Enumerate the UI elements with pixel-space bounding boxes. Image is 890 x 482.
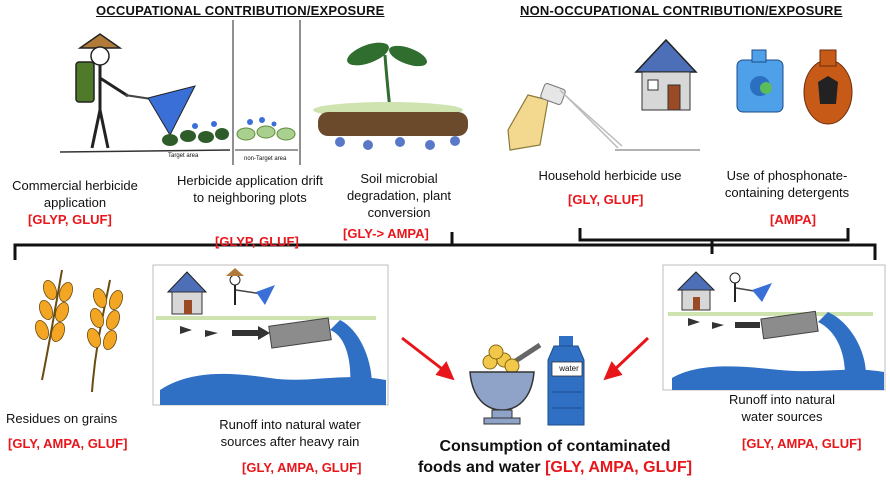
household-use-label: Household herbicide use: [538, 168, 682, 183]
non-occupational-header: NON-OCCUPATIONAL CONTRIBUTION/EXPOSURE: [520, 3, 843, 18]
consumption-line-2: foods and water [GLY, AMPA, GLUF]: [410, 457, 700, 478]
drift-label: Herbicide application drift to neighbori…: [177, 173, 323, 205]
spray-bottle-icon: [507, 83, 700, 151]
grains-tag: [GLY, AMPA, GLUF]: [8, 436, 128, 451]
runoff-rain-tag: [GLY, AMPA, GLUF]: [242, 460, 362, 475]
commercial-application-label: Commercial herbicide application: [12, 178, 138, 210]
farmer-sprayer-icon: [59, 33, 231, 153]
commercial-application-tag: [GLYP, GLUF]: [28, 212, 112, 227]
soil-seedling-icon: [313, 42, 468, 150]
consumption-label: Consumption of contaminated foods and wa…: [410, 436, 700, 478]
runoff-natural-tag: [GLY, AMPA, GLUF]: [742, 436, 862, 451]
runoff-rain-scene: [152, 264, 389, 406]
consumption-line-2-text: foods and water: [417, 459, 546, 476]
red-arrow-left: [401, 336, 455, 381]
occupational-header: OCCUPATIONAL CONTRIBUTION/EXPOSURE: [96, 3, 385, 18]
consumption-line-1: Consumption of contaminated: [439, 438, 671, 455]
target-area-label: Target area: [168, 153, 199, 159]
food-bowl-icon: [469, 342, 542, 425]
wheat-grains-icon: [35, 269, 123, 393]
detergent-bottles-icon: [736, 49, 853, 125]
household-use-tag: [GLY, GLUF]: [568, 192, 644, 207]
occupational-brace: [13, 232, 877, 260]
non-target-plants-icon: [235, 117, 298, 151]
water-bottle-icon: [547, 336, 585, 426]
soil-degradation-tag: [GLY-> AMPA]: [343, 226, 429, 241]
non-target-area-label: non-Target area: [244, 156, 287, 162]
water-bottle-label: water: [559, 364, 579, 373]
house-icon: [634, 38, 698, 111]
grains-label: Residues on grains: [6, 411, 118, 426]
non-occupational-brace: [578, 228, 850, 254]
detergents-label: Use of phosphonate-containing detergents: [724, 168, 850, 200]
red-arrow-right: [603, 336, 650, 381]
detergents-tag: [AMPA]: [770, 212, 816, 227]
target-area-plants-icon: [162, 121, 229, 146]
drift-tag: [GLYP, GLUF]: [215, 234, 299, 249]
runoff-natural-label: Runoff into natural water sources: [729, 392, 835, 424]
runoff-natural-scene: [662, 264, 886, 391]
soil-degradation-label: Soil microbial degradation, plant conver…: [346, 171, 452, 220]
consumption-tag: [GLY, AMPA, GLUF]: [545, 459, 693, 476]
runoff-rain-label: Runoff into natural water sources after …: [219, 417, 361, 449]
